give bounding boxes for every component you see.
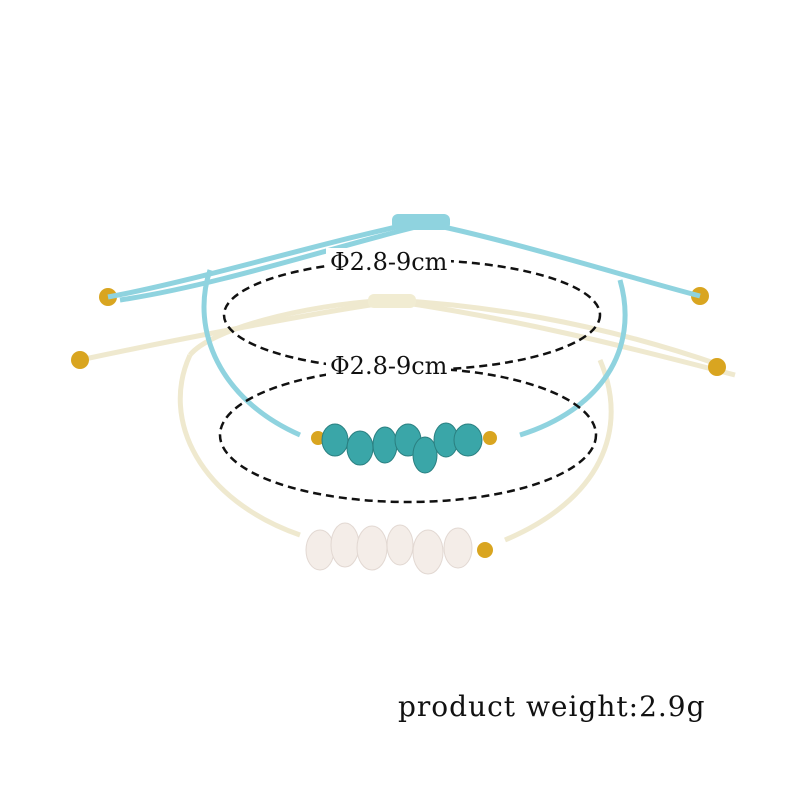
- turquoise-stones: [321, 422, 483, 474]
- size-label-1: Φ2.8-9cm: [326, 248, 452, 276]
- gold-beads: [71, 287, 726, 558]
- quartz-bracelet: [79, 294, 736, 543]
- weight-label: product weight:2.9g: [398, 690, 706, 723]
- turquoise-bracelet: [107, 214, 701, 438]
- size-ellipse-2: [218, 366, 598, 504]
- size-label-2: Φ2.8-9cm: [326, 352, 452, 380]
- quartz-stones: [305, 522, 473, 575]
